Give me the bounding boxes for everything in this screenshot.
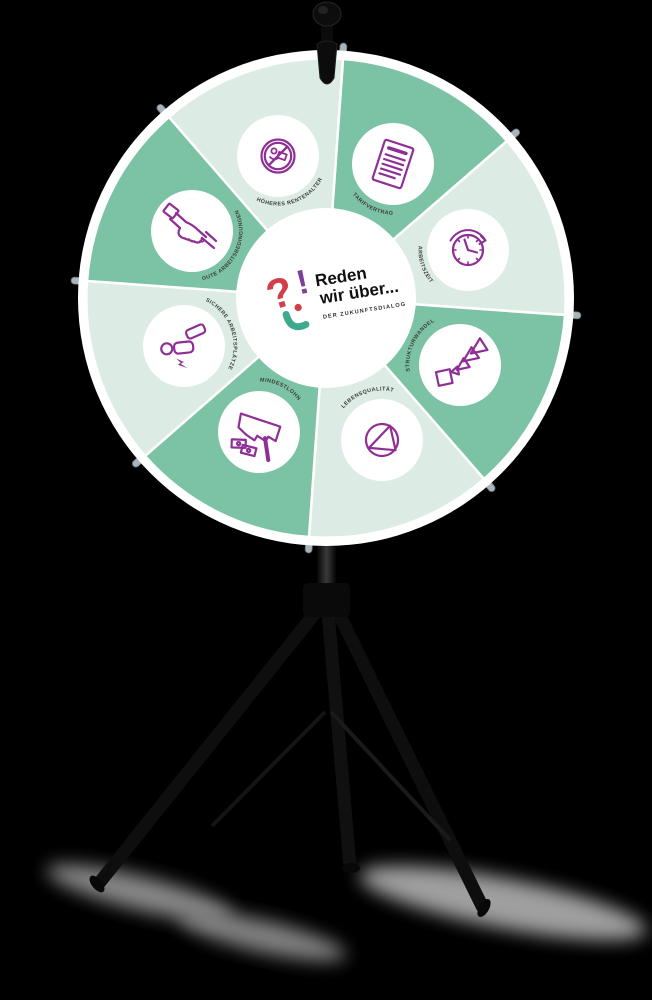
tripod-brace-right	[329, 710, 452, 842]
handshake-icon	[162, 202, 218, 250]
segment-icons	[160, 138, 489, 463]
logo-dot	[294, 303, 302, 312]
pointer-knob-highlight	[318, 6, 328, 14]
prize-wheel: TARIFVERTRAG ARBEITSZEIT STRUKTURWANDEL …	[78, 50, 574, 546]
segment-icon-disc	[218, 391, 300, 473]
segment-icon-disc	[341, 399, 423, 481]
tripod-foot	[477, 898, 491, 918]
tripod-stand	[89, 505, 491, 918]
clock-icon	[449, 229, 487, 267]
resting-person-icon	[160, 323, 207, 369]
no-sign-icon	[260, 138, 296, 174]
tripod-foot	[89, 875, 105, 893]
wheel-pointer-assembly	[312, 1, 342, 85]
wheel-center-disc	[236, 208, 416, 388]
pointer-knob	[312, 1, 342, 27]
moving-boxes-icon	[434, 337, 489, 387]
floor-shadow	[178, 911, 346, 961]
segment-icon-disc	[352, 123, 434, 205]
tripod-hub	[303, 583, 350, 617]
segment-icon-disc	[143, 305, 225, 387]
tripod-foot	[342, 863, 360, 873]
protest-sign-icon	[230, 412, 282, 463]
circle-triangle-icon	[364, 422, 400, 458]
floor-shadow	[359, 865, 647, 941]
logo-swoosh	[282, 310, 310, 331]
document-icon	[371, 138, 415, 190]
tripod-brace-left	[210, 710, 327, 828]
pointer-clapper	[316, 40, 338, 85]
tripod-leg-center	[321, 605, 357, 873]
segment-icon-disc	[151, 190, 233, 272]
tripod-leg-left	[93, 605, 323, 889]
tripod-leg-right	[331, 605, 489, 913]
